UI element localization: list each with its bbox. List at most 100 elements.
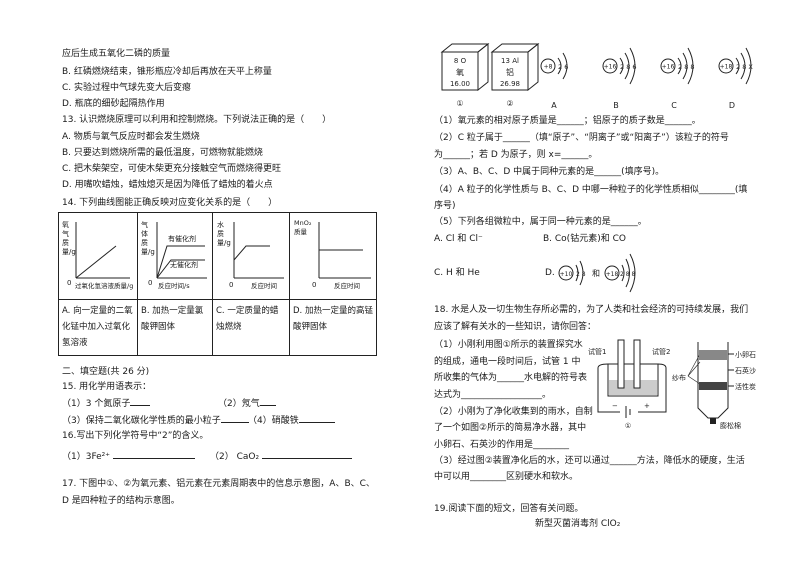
q15-part4: （4）硝酸铁 [248, 414, 335, 427]
q18-part2-line3: 小卵石、石英沙的作用是________ [434, 440, 570, 450]
graph-c-xlabel: 反应时间 [251, 282, 277, 290]
svg-text:26.98: 26.98 [500, 80, 520, 88]
q14-option-d: D. 加热一定量的高锰酸钾固体 [289, 299, 377, 356]
graph-c-plot [233, 222, 284, 279]
nucleus-charge: +16 [604, 64, 617, 71]
particle-label: A [551, 101, 557, 110]
electron-shell [735, 57, 740, 75]
q13-option-c: C. 把木柴架空，可使木柴更充分接触空气而燃烧得更旺 [62, 164, 282, 174]
graph-b-origin: 0 [148, 279, 153, 287]
water-filter: 纱布 小卵石 石英沙 活性炭 膨松棉 ② [672, 342, 756, 430]
svg-text:8 O: 8 O [454, 57, 467, 65]
q15-part3: （3）保持二氧化碳化学性质的最小粒子 [62, 414, 249, 427]
svg-text:13 Al: 13 Al [501, 57, 519, 65]
svg-text:纱布: 纱布 [672, 373, 686, 382]
q17-part4: （4）A 粒子的化学性质与 B、C、D 中哪一种粒子的化学性质相似_______… [434, 185, 748, 195]
q13-option-b: B. 只要达到燃烧所需的最低温度，可燃物就能燃烧 [62, 148, 263, 158]
graph-a: 氧气质量/g 0 过氧化氢溶液质量/g [58, 212, 138, 300]
answer-blank[interactable] [220, 414, 249, 423]
graph-d: MnO₂质量 0 反应时间 [289, 212, 377, 300]
svg-text:①: ① [456, 99, 463, 108]
q15-part2: （2）氖气 [218, 397, 276, 410]
graph-c-origin: 0 [229, 281, 234, 289]
nucleus [540, 58, 556, 74]
q17-stem: 17. 下图中①、②为氧元素、铝元素在元素周期表中的信息示意图，A、B、C、 [62, 479, 375, 489]
graph-b-xlabel: 反应时间/s [158, 282, 190, 290]
electron-counts: 2 8 X [736, 63, 753, 71]
q14-option-c: C. 一定质量的蜡烛燃烧 [212, 299, 290, 356]
svg-text:活性炭: 活性炭 [735, 382, 756, 391]
q19-title: 新型灭菌消毒剂 ClO₂ [535, 519, 621, 529]
q14-option-b: B. 加热一定量氯酸钾固体 [137, 299, 213, 356]
q16-part2: （2） CaO₂ [210, 450, 352, 463]
electrolysis-apparatus: 试管1 试管2 − + ① [588, 339, 670, 430]
svg-text:−: − [612, 402, 618, 410]
svg-text:膨松棉: 膨松棉 [720, 421, 741, 430]
q18-part3-line2: 中可以用________区别硬水和软水。 [434, 472, 579, 482]
svg-text:试管2: 试管2 [652, 347, 670, 356]
q12-option-d: D. 瓶底的细砂起隔热作用 [62, 99, 165, 109]
curve-without-catalyst-label: 无催化剂 [170, 261, 198, 269]
answer-blank[interactable] [259, 397, 276, 406]
q13-option-a: A. 物质与氧气反应时都会发生燃烧 [62, 132, 200, 142]
graph-d-ylabel: MnO₂质量 [294, 219, 312, 236]
q17-part5: （5）下列各组微粒中，属于同一种元素的是______。 [434, 217, 647, 227]
q14-table: 氧气质量/g 0 过氧化氢溶液质量/g 气体质量/g 有催化剂 无催化剂 0 反… [58, 212, 377, 356]
electron-shell [687, 47, 694, 85]
q12-option-c: C. 实验过程中气球先变大后变瘪 [62, 83, 192, 93]
graph-d-plot [318, 222, 371, 279]
graph-d-xlabel: 反应时间 [334, 282, 360, 290]
graph-b-plot [156, 222, 207, 279]
graph-a-origin: 0 [67, 279, 72, 287]
particle-label: B [613, 101, 619, 110]
q16-part1-text: （1）3Fe²⁺ [62, 452, 111, 462]
q17-stem-cont: D 是四种粒子的结构示意图。 [62, 496, 180, 506]
electron-shell [619, 57, 624, 75]
answer-blank[interactable] [298, 414, 335, 423]
electron-shell [562, 52, 568, 80]
curve-with-catalyst-label: 有催化剂 [168, 235, 196, 243]
svg-text:铝: 铝 [506, 67, 514, 77]
q18-part3: （3）经过图②装置净化后的水，还可以通过______方法，降低水的硬度，生活 [434, 456, 745, 466]
q18-part1-line2: 的组成，通电一段时间后，试管 1 中 [434, 357, 581, 367]
q18-part2-line2: 了一个如图②所示的简易净水器，其中 [434, 423, 587, 433]
q17-part1: （1）氧元素的相对原子质量是______；铝原子的质子数是______。 [434, 116, 701, 126]
q17-part5-option-c: C. H 和 He [434, 268, 480, 278]
answer-blank[interactable] [112, 450, 195, 459]
q16-part2-text: （2） CaO₂ [210, 452, 260, 462]
q15-part1-text: （1）3 个氮原子 [62, 399, 131, 409]
electron-shell [745, 47, 752, 85]
q18-part1-line4: 达式为__________________。 [434, 390, 552, 400]
answer-blank[interactable] [261, 450, 352, 459]
electron-shell [557, 57, 562, 75]
graph-b-ylabel: 气体质量/g [141, 221, 155, 256]
q18-stem-cont: 应该了解有关水的一些知识，请你回答： [434, 322, 597, 332]
svg-text:试管1: 试管1 [588, 347, 606, 356]
electron-counts: 2 6 [558, 63, 568, 71]
water-apparatus-figures: 试管1 试管2 − + ① 纱布 小卵石 石英沙 活性炭 膨松棉 ② [588, 339, 756, 430]
q16-stem: 16.写出下列化学符号中“2”的含义。 [62, 431, 209, 441]
q15-part2-text: （2）氖气 [218, 399, 260, 409]
answer-blank[interactable] [130, 397, 151, 406]
svg-text:①: ① [625, 422, 631, 430]
q13-stem: 13. 认识燃烧原理可以利用和控制燃烧。下列说法正确的是（ ） [62, 115, 332, 125]
graph-d-origin: 0 [312, 281, 317, 289]
q12-continuation: 应后生成五氧化二磷的质量 [62, 49, 171, 59]
graph-a-xlabel: 过氧化氢溶液质量/g [75, 282, 134, 290]
q19-stem: 19.阅读下面的短文，回答有关问题。 [434, 504, 584, 514]
svg-text:氧: 氧 [456, 67, 464, 77]
svg-text:②: ② [506, 99, 513, 108]
q17-part4-cont: 序号) [434, 201, 456, 211]
option-d-particles: +10 2 8 和 +18 2 8 8 [558, 253, 636, 293]
svg-text:2 8: 2 8 [576, 271, 586, 278]
nucleus [602, 58, 618, 74]
svg-text:小卵石: 小卵石 [735, 350, 756, 359]
q12-option-b: B. 红磷燃烧结束，锥形瓶应冷却后再放在天平上称量 [62, 67, 272, 77]
graph-c: 水质量/g 0 反应时间 [212, 212, 290, 300]
q17-part3: （3）A、B、C、D 中属于同种元素的是______(填序号)。 [434, 167, 665, 177]
nucleus-charge: +16 [662, 64, 675, 71]
oxygen-cell: 8 O 氧 16.00 ① [440, 42, 490, 108]
graph-b: 气体质量/g 有催化剂 无催化剂 0 反应时间/s [137, 212, 213, 300]
